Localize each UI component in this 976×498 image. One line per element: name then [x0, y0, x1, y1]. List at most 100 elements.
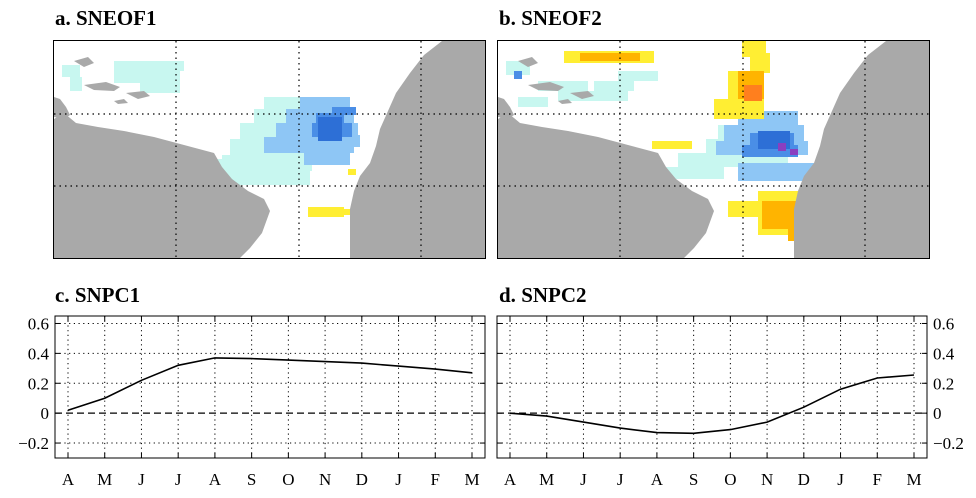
land-cuba: [528, 82, 564, 91]
map-a-lightblue-cell: [350, 135, 360, 147]
y-tick-label: 0.2: [28, 374, 49, 393]
map-b-cyan-cell: [618, 71, 658, 81]
map-b-purple-cell: [790, 149, 798, 155]
map-a-cyan-cell: [114, 61, 184, 71]
map-a-cyan-cell: [140, 83, 180, 93]
series-line: [509, 374, 915, 435]
panel-d-title: d. SNPC2: [499, 283, 587, 308]
map-a-cyan-cell: [62, 65, 80, 77]
map-a-cyan-cell: [114, 71, 180, 83]
land-florida-tip: [518, 57, 538, 67]
map-gridlines: [54, 41, 485, 258]
map-a-cyan-cell: [70, 77, 82, 91]
x-tick-label: A: [504, 470, 517, 489]
y-tick-label: −0.2: [933, 434, 964, 453]
x-tick-label: O: [724, 470, 736, 489]
map-gridlines: [498, 41, 929, 258]
panel-c-title: c. SNPC1: [55, 283, 140, 308]
x-tick-label: J: [837, 470, 844, 489]
land-hispaniola: [570, 91, 594, 99]
map-b-yellow-cell: [714, 99, 764, 119]
x-tick-label: M: [539, 470, 554, 489]
map-b-cyan-cell: [664, 167, 724, 179]
panel-c-letter: c.: [55, 283, 70, 307]
x-tick-label: D: [798, 470, 810, 489]
panel-b-letter: b.: [499, 6, 516, 30]
x-tick-label: S: [247, 470, 256, 489]
land-central-america: [54, 97, 70, 119]
land-central-america: [498, 97, 514, 119]
map-a-lightblue-cell: [300, 97, 350, 109]
map-a: [53, 40, 486, 259]
x-tick-label: J: [580, 470, 587, 489]
plot-gridlines: [497, 316, 927, 458]
map-a-lightblue-cell: [304, 153, 350, 165]
y-tick-label: 0.4: [28, 344, 50, 363]
panel-d-letter: d.: [499, 283, 516, 307]
map-b: [497, 40, 930, 259]
x-tick-label: O: [282, 470, 294, 489]
panel-c-name: SNPC1: [74, 283, 141, 307]
series-line: [67, 357, 473, 411]
panel-a-title: a. SNEOF1: [55, 6, 157, 31]
map-a-canvas: [54, 41, 485, 258]
plot-frame-box: [496, 315, 928, 459]
map-b-cyan-cell: [538, 81, 588, 91]
map-a-darkblue: [318, 117, 342, 141]
x-tick-label: M: [464, 470, 479, 489]
y-tick-label: 0: [41, 404, 50, 423]
map-a-yellow-cell: [344, 209, 354, 215]
map-b-purple-cell: [778, 143, 786, 151]
y-tick-label: 0.4: [933, 344, 955, 363]
land-africa: [350, 41, 485, 258]
map-a-darkblue-cell: [318, 117, 342, 141]
panel-b-name: SNEOF2: [521, 6, 602, 30]
y-tick-label: 0.6: [933, 314, 954, 333]
land-south-america: [54, 113, 270, 258]
y-axis: −0.200.20.40.6: [497, 314, 964, 453]
map-a-yellow-cell: [308, 207, 344, 217]
panel-d-name: SNPC2: [521, 283, 587, 307]
x-tick-label: S: [689, 470, 698, 489]
land-south-america: [498, 113, 714, 258]
map-b-yellow-cell: [652, 141, 692, 149]
map-b-yellow-cell: [742, 41, 766, 57]
land-hispaniola: [126, 91, 150, 99]
map-b-cyan-cell: [518, 97, 548, 107]
x-tick-label: A: [209, 470, 222, 489]
x-tick-label: F: [873, 470, 882, 489]
y-axis: −0.2 0 0.2 0.4 0.6: [18, 314, 485, 453]
x-tick-label: M: [97, 470, 112, 489]
map-a-blue-cell: [332, 107, 356, 115]
map-b-cyan-cell: [594, 81, 634, 91]
land-jamaica: [114, 99, 128, 104]
x-tick-label: F: [431, 470, 440, 489]
map-a-cyan-cell: [222, 155, 312, 171]
y-tick-label: 0.2: [933, 374, 954, 393]
y-tick-label: −0.2: [18, 434, 49, 453]
plot-gridlines: [55, 316, 485, 458]
land-cuba: [84, 82, 120, 91]
map-a-cyan-cell: [264, 97, 300, 109]
plot-frame-box: [54, 315, 486, 459]
x-tick-label: D: [356, 470, 368, 489]
x-tick-label: N: [319, 470, 331, 489]
land-africa: [794, 41, 929, 258]
x-tick-label: A: [651, 470, 664, 489]
land-florida-tip: [74, 57, 94, 67]
map-b-yellow-cell: [750, 53, 770, 73]
land-group: [498, 41, 929, 258]
map-b-orange-cell: [580, 53, 640, 61]
map-a-cyan-cell: [224, 171, 310, 185]
map-b-canvas: [498, 41, 929, 258]
y-tick-label: 0.6: [28, 314, 49, 333]
x-tick-label: J: [175, 470, 182, 489]
x-tick-label: J: [138, 470, 145, 489]
x-tick-label: M: [906, 470, 921, 489]
x-tick-label: J: [395, 470, 402, 489]
